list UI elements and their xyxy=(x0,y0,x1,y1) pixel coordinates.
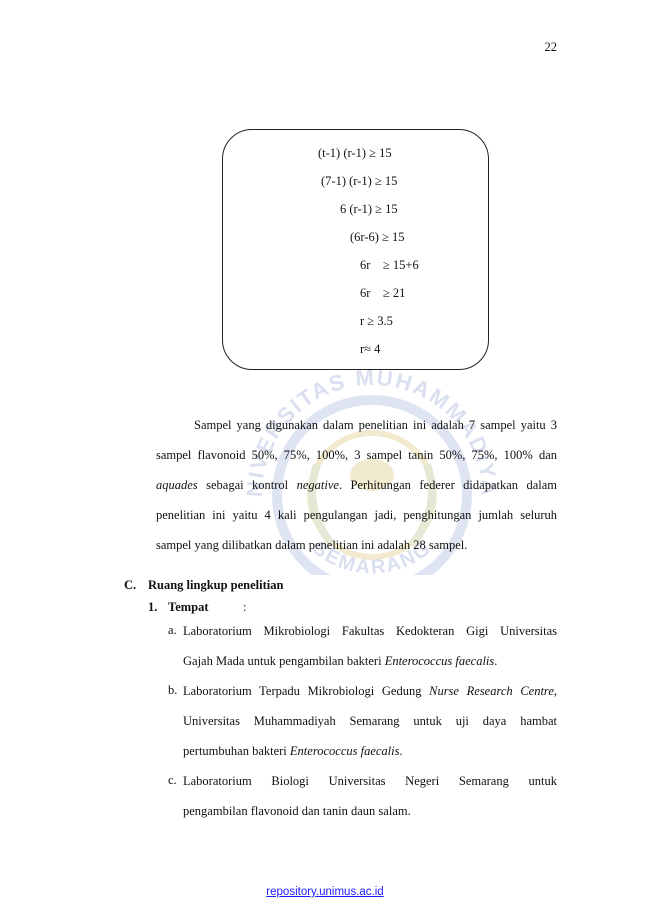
list-item-italic: Nurse Research Centre xyxy=(429,684,554,698)
paragraph-line: Sampel yang digunakan dalam penelitian i… xyxy=(194,418,557,432)
repository-link[interactable]: repository.unimus.ac.id xyxy=(0,886,650,898)
list-item-body: Laboratorium Terpadu Mikrobiologi Gedung… xyxy=(183,676,557,766)
list-item-text: pertumbuhan bakteri xyxy=(183,744,290,758)
formula-box xyxy=(222,129,489,370)
formula-line: 6 (r-1) ≥ 15 xyxy=(340,202,398,216)
section-label: C. xyxy=(124,578,137,592)
formula-line: (6r-6) ≥ 15 xyxy=(350,230,405,244)
list-item-line: Laboratorium Terpadu Mikrobiologi Gedung… xyxy=(183,676,557,706)
list-item-body: Laboratorium Mikrobiologi Fakultas Kedok… xyxy=(183,616,557,676)
section-title: Ruang lingkup penelitian xyxy=(148,578,284,592)
paragraph-line: sampel flavonoid 50%, 75%, 100%, 3 sampe… xyxy=(156,448,557,462)
formula-line: 6r ≥ 21 xyxy=(360,286,406,300)
list-item-line: Gajah Mada untuk pengambilan bakteri Ent… xyxy=(183,646,557,676)
formula-line: r≈ 4 xyxy=(360,342,381,356)
paragraph-italic: aquades xyxy=(156,478,198,492)
formula-line: r ≥ 3.5 xyxy=(360,314,393,328)
list-item-italic: Enterococcus faecalis xyxy=(289,744,400,758)
list-item-text: Gajah Mada untuk pengambilan bakteri xyxy=(183,654,385,668)
list-item-text: . xyxy=(494,654,498,668)
paragraph-italic: negative xyxy=(296,478,339,492)
paragraph-line: penelitian ini yaitu 4 kali pengulangan … xyxy=(156,508,557,522)
list-marker: c. xyxy=(168,773,177,787)
list-item-line: Laboratorium Mikrobiologi Fakultas Kedok… xyxy=(183,624,557,638)
list-item-italic: Enterococcus faecalis xyxy=(384,654,495,668)
list-marker: b. xyxy=(168,683,178,697)
list-marker: a. xyxy=(168,623,177,637)
subsection-title: Tempat xyxy=(168,600,209,614)
university-seal-watermark: UNIVERSITAS MUHAMMADIYAH SEMARANG xyxy=(222,355,500,575)
list-item-line: pengambilan flavonoid dan tanin daun sal… xyxy=(183,804,411,818)
page-number: 22 xyxy=(544,40,558,54)
list-item-text: , xyxy=(553,684,557,698)
paragraph-line: sampel yang dilibatkan dalam penelitian … xyxy=(156,538,468,552)
list-item-line: pertumbuhan bakteri Enterococcus faecali… xyxy=(183,736,557,766)
subsection-label: 1. xyxy=(148,600,158,614)
sample-paragraph: Sampel yang digunakan dalam penelitian i… xyxy=(156,410,557,560)
paragraph-text: sebagai kontrol xyxy=(197,478,297,492)
list-item-text: . xyxy=(399,744,403,758)
list-item-body: Laboratorium Biologi Universitas Negeri … xyxy=(183,766,557,826)
list-item-text: Laboratorium Terpadu Mikrobiologi Gedung xyxy=(183,684,430,698)
subsection-colon: : xyxy=(243,600,247,614)
paragraph-line: aquades sebagai kontrol negative. Perhit… xyxy=(156,470,557,500)
paragraph-text: . Perhitungan federer didapatkan dalam xyxy=(338,478,558,492)
formula-line: (t-1) (r-1) ≥ 15 xyxy=(318,146,392,160)
formula-line: 6r ≥ 15+6 xyxy=(360,258,419,272)
list-item-line: Universitas Muhammadiyah Semarang untuk … xyxy=(183,714,557,728)
repository-link-text[interactable]: repository.unimus.ac.id xyxy=(266,886,384,898)
list-item-line: Laboratorium Biologi Universitas Negeri … xyxy=(183,774,557,788)
formula-line: (7-1) (r-1) ≥ 15 xyxy=(321,174,398,188)
